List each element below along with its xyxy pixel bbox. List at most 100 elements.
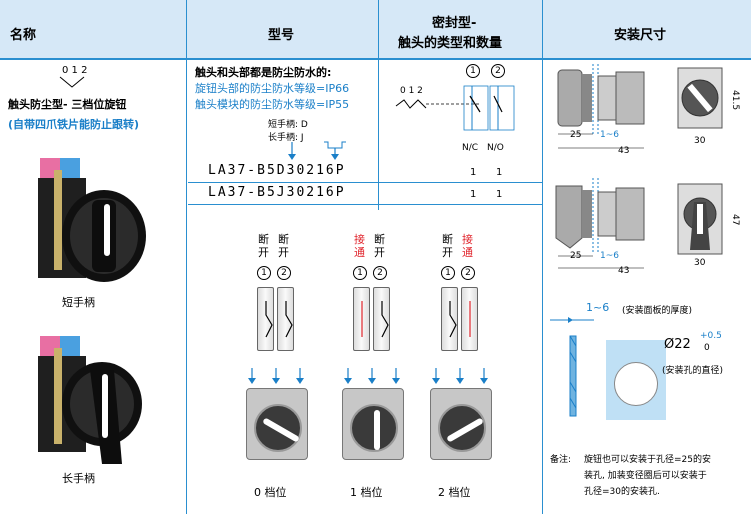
header-dims: 安装尺寸 [614, 28, 667, 43]
position-2-state1: 断 开 [442, 233, 453, 259]
position-2-contact-lines [449, 301, 471, 338]
short-handle-product-image [38, 158, 146, 282]
row2-nc: 1 [470, 189, 477, 200]
knob-indicator [262, 417, 300, 443]
module-rating: 触头模块的防尘防水等级=IP55 [195, 98, 350, 111]
state1-top: 断 [442, 233, 453, 246]
model-code-2: LA37-B5J30216P [208, 185, 346, 200]
position-0-state2: 断 开 [278, 233, 289, 259]
position-2-switch1 [441, 287, 458, 351]
state1-bot: 通 [354, 246, 365, 259]
state1-bot: 开 [442, 246, 453, 259]
short-dim-30: 30 [694, 136, 706, 146]
state2-top: 断 [374, 233, 385, 246]
position-2-contact1: 1 [441, 266, 455, 280]
seal-positions: 0 1 2 [400, 86, 423, 96]
col-divider-2 [378, 0, 379, 210]
contact-schematic-icon [395, 85, 515, 131]
row1-no: 1 [496, 167, 503, 178]
position-1-knob [342, 388, 404, 460]
row2-no: 1 [496, 189, 503, 200]
position-0-contact1: 1 [257, 266, 271, 280]
short-dim-range: 1~6 [600, 130, 619, 140]
header-seal-line1: 密封型- [432, 16, 477, 31]
long-handle-product-image [38, 336, 142, 464]
model-code-1: LA37-B5D30216P [208, 163, 346, 178]
row-rule-2 [188, 204, 542, 205]
short-dim-43: 43 [618, 146, 630, 156]
position-0-contact2: 2 [277, 266, 291, 280]
position-1-state2: 断 开 [374, 233, 385, 259]
position-1-contact-lines [361, 301, 389, 338]
position-1-label: 1 档位 [350, 486, 383, 499]
note-line-3: 孔径=30的安装孔. [584, 487, 660, 497]
position-0-switch1 [257, 287, 274, 351]
mounting-hole [614, 362, 658, 406]
knob-indicator [374, 410, 380, 450]
position-0-arrows-icon [248, 368, 304, 384]
state1-top: 断 [258, 233, 269, 246]
short-dim-41-5: 41.5 [730, 90, 740, 111]
knob-disc [350, 404, 398, 452]
position-2-contact2: 2 [461, 266, 475, 280]
table-header [0, 0, 751, 60]
knob-disc [254, 404, 302, 452]
position-0-switch2 [277, 287, 294, 351]
short-handle-label: 短手柄 [62, 296, 95, 309]
state2-bot: 通 [462, 246, 473, 259]
position-1-switch2 [373, 287, 390, 351]
long-dim-47: 47 [730, 214, 740, 226]
product-note: (自带四爪铁片能防止跟转) [8, 118, 140, 131]
row1-nc: 1 [470, 167, 477, 178]
long-handle-label: 长手柄 [62, 472, 95, 485]
short-front-view-drawing [677, 67, 723, 129]
position-0-contact-lines [265, 301, 293, 338]
position-2-knob [430, 388, 492, 460]
hole-label: (安装孔的直径) [662, 366, 724, 376]
panel-thickness-range: 1~6 [586, 301, 610, 314]
long-dim-range: 1~6 [600, 251, 619, 261]
position-1-state1: 接 通 [354, 233, 365, 259]
knob-disc [438, 404, 486, 452]
positions-label: 0 1 2 [62, 65, 88, 76]
head-rating: 旋钮头部的防尘防水等级=IP66 [195, 82, 350, 95]
short-side-view-drawing [557, 64, 645, 149]
knob-indicator [446, 417, 484, 443]
long-side-view-drawing [555, 178, 645, 269]
short-handle-code: 短手柄: D [268, 120, 308, 130]
long-dim-30: 30 [694, 258, 706, 268]
note-label: 备注: [550, 455, 572, 465]
state1-top: 接 [354, 233, 365, 246]
col-divider-3 [542, 0, 543, 514]
row-rule-1 [188, 182, 542, 183]
position-2-arrows-icon [432, 368, 488, 384]
note-line-1: 旋钮也可以安装于孔径=25的安 [584, 455, 711, 465]
model-code-pointers [288, 141, 346, 160]
hole-diameter: Ø22 [664, 337, 691, 352]
long-handle-code: 长手柄: J [268, 133, 304, 143]
header-model: 型号 [268, 28, 295, 43]
position-pointer-icon [59, 76, 85, 88]
panel-section-drawing [550, 317, 594, 417]
header-seal-line2: 触头的类型和数量 [398, 36, 503, 51]
long-dim-43: 43 [618, 266, 630, 276]
no-label: N/O [487, 143, 504, 153]
position-2-label: 2 档位 [438, 486, 471, 499]
nc-label: N/C [462, 143, 479, 153]
state2-bot: 开 [374, 246, 385, 259]
position-0-label: 0 档位 [254, 486, 287, 499]
panel-thickness-label: (安装面板的厚度) [622, 306, 693, 316]
hole-tol-zero: 0 [704, 343, 710, 353]
col-divider-1 [186, 0, 187, 514]
short-dim-25: 25 [570, 130, 582, 140]
state2-top: 断 [278, 233, 289, 246]
note-line-2: 装孔, 加装变径圈后可以安装于 [584, 471, 707, 481]
position-0-state1: 断 开 [258, 233, 269, 259]
state2-bot: 开 [278, 246, 289, 259]
position-0-knob [246, 388, 308, 460]
position-1-contact2: 2 [373, 266, 387, 280]
hole-tol-plus: +0.5 [700, 331, 722, 341]
product-name: 触头防尘型- 三档位旋钮 [8, 98, 127, 111]
long-front-view-drawing [677, 183, 723, 255]
position-1-arrows-icon [344, 368, 400, 384]
